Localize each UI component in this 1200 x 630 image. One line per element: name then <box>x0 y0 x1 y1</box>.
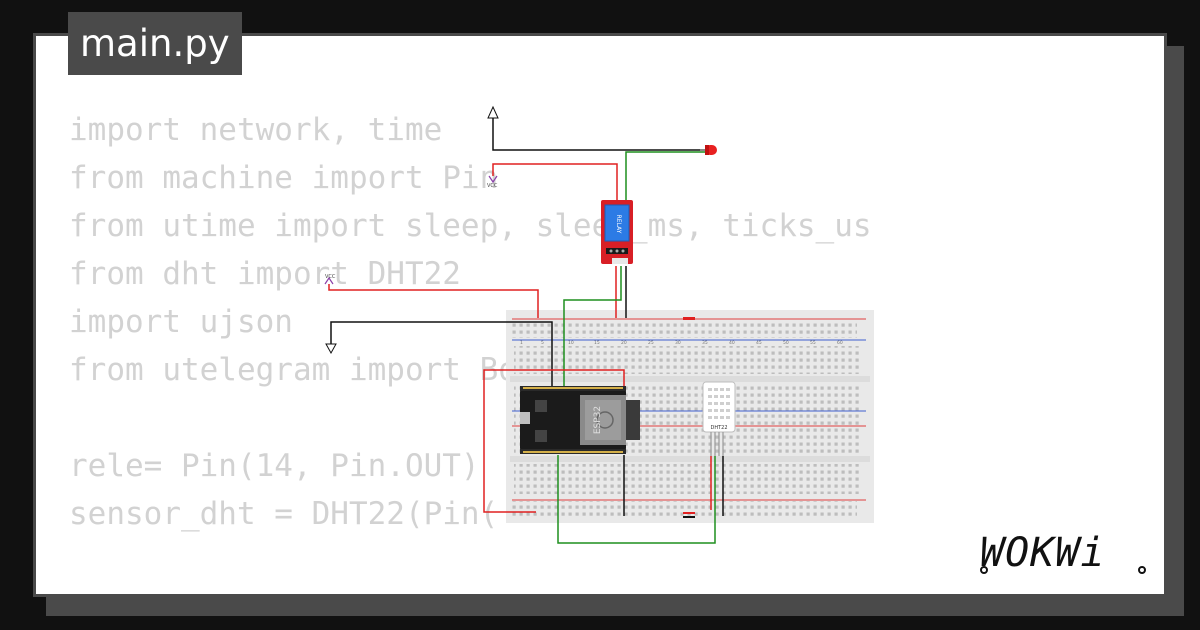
wokwi-logo-text: WOKWi <box>980 530 1105 576</box>
led-icon[interactable] <box>700 145 717 155</box>
vcc-label: VCC <box>325 274 336 280</box>
breadboard-col-label: 5 <box>541 340 544 346</box>
breadboard-col-label: 50 <box>783 340 789 346</box>
breadboard-col-label: 25 <box>648 340 654 346</box>
wire-esp-3v3[interactable] <box>483 369 625 513</box>
code-line: sensor_dht = DHT22(Pin( <box>69 496 499 532</box>
vcc-marker-icon: VCC <box>487 175 498 189</box>
wire-dht-data[interactable] <box>557 455 716 544</box>
dht22-label: DHT22 <box>710 425 727 431</box>
wire-relay-in[interactable] <box>563 266 622 392</box>
wire-relay-vcc[interactable] <box>492 163 618 202</box>
wire-gnd-rail[interactable] <box>330 321 553 392</box>
code-line: import ujson <box>69 304 293 340</box>
breadboard-col-label: 60 <box>837 340 843 346</box>
breadboard-col-label: 10 <box>568 340 574 346</box>
breadboard-col-label: 15 <box>594 340 600 346</box>
vcc-marker-icon: VCC <box>324 274 336 285</box>
code-line: rele= Pin(14, Pin.OUT) <box>69 448 480 484</box>
wokwi-logo: WOKWi <box>980 530 1146 576</box>
esp32-board[interactable]: ESP32 <box>520 386 640 454</box>
file-tab[interactable]: main.py <box>68 12 242 75</box>
dht22-sensor[interactable]: DHT22 <box>702 381 736 456</box>
breadboard-col-label: 30 <box>675 340 681 346</box>
wire-led-signal[interactable] <box>625 151 705 202</box>
file-tab-label: main.py <box>80 22 230 65</box>
code-line: from utime import sleep, sleep_ms, ticks… <box>69 208 872 244</box>
breadboard-col-label: 55 <box>810 340 816 346</box>
vcc-label: VCC <box>487 183 498 189</box>
wire-vcc-rail[interactable] <box>328 284 539 318</box>
relay-label: RELAY <box>615 215 622 234</box>
code-line: from machine import Pin <box>69 160 499 196</box>
breadboard-col-label: 40 <box>729 340 735 346</box>
code-line: from dht import DHT22 <box>69 256 461 292</box>
code-line: import network, time <box>69 112 443 148</box>
breadboard-col-label: 1 <box>520 340 523 346</box>
wire-ground-led[interactable] <box>492 112 705 151</box>
ground-arrow-icon <box>487 105 499 119</box>
wires <box>328 112 724 544</box>
code-line: TOKEN = '5038160880:AAG4IfjEdmwds_Zu7mOO… <box>69 586 1114 594</box>
esp32-label: ESP32 <box>593 406 603 434</box>
relay-module[interactable]: RELAY <box>601 200 633 264</box>
breadboard-col-label: 35 <box>702 340 708 346</box>
ground-arrow-icon <box>325 343 337 355</box>
breadboard-col-label: 45 <box>756 340 762 346</box>
breadboard-col-label: 20 <box>621 340 627 346</box>
